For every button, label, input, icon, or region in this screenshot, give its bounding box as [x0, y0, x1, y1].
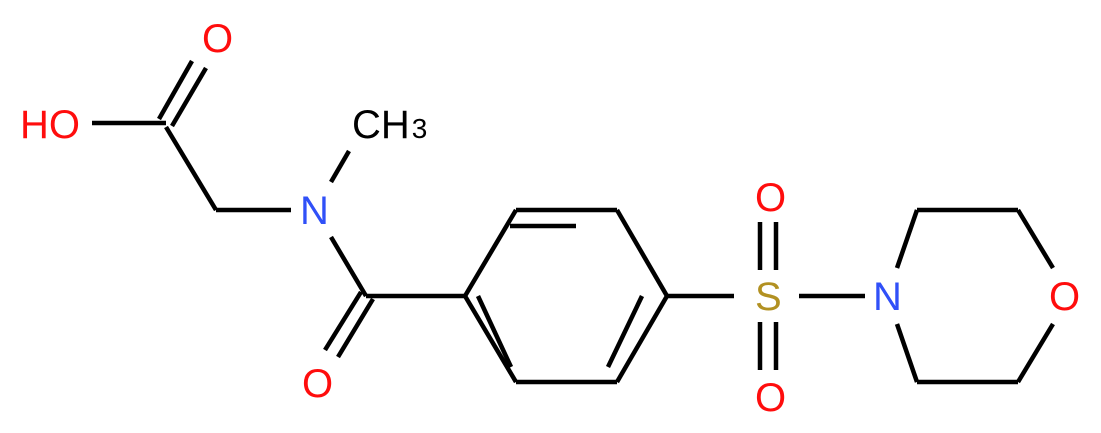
hydroxyl-label: HO — [20, 103, 80, 147]
amide-nitrogen-label: N — [300, 189, 329, 233]
bonds — [92, 59, 1055, 385]
sulfur-label: S — [755, 275, 782, 319]
sulfonyl-oxygen-bottom-label: O — [755, 376, 786, 420]
methyl-subscript: 3 — [412, 113, 428, 144]
atom-labels: HO O N CH3 O S O O N O — [20, 17, 1080, 420]
sulfonyl-oxygen-top-label: O — [755, 176, 786, 220]
morpholine-nitrogen-label: N — [873, 275, 902, 319]
morpholine-oxygen-label: O — [1049, 275, 1080, 319]
acid-carbonyl-oxygen-label: O — [202, 17, 233, 61]
amide-oxygen-label: O — [302, 362, 333, 406]
methyl-label: CH3 — [352, 103, 427, 147]
methyl-ch-text: CH — [352, 103, 410, 147]
